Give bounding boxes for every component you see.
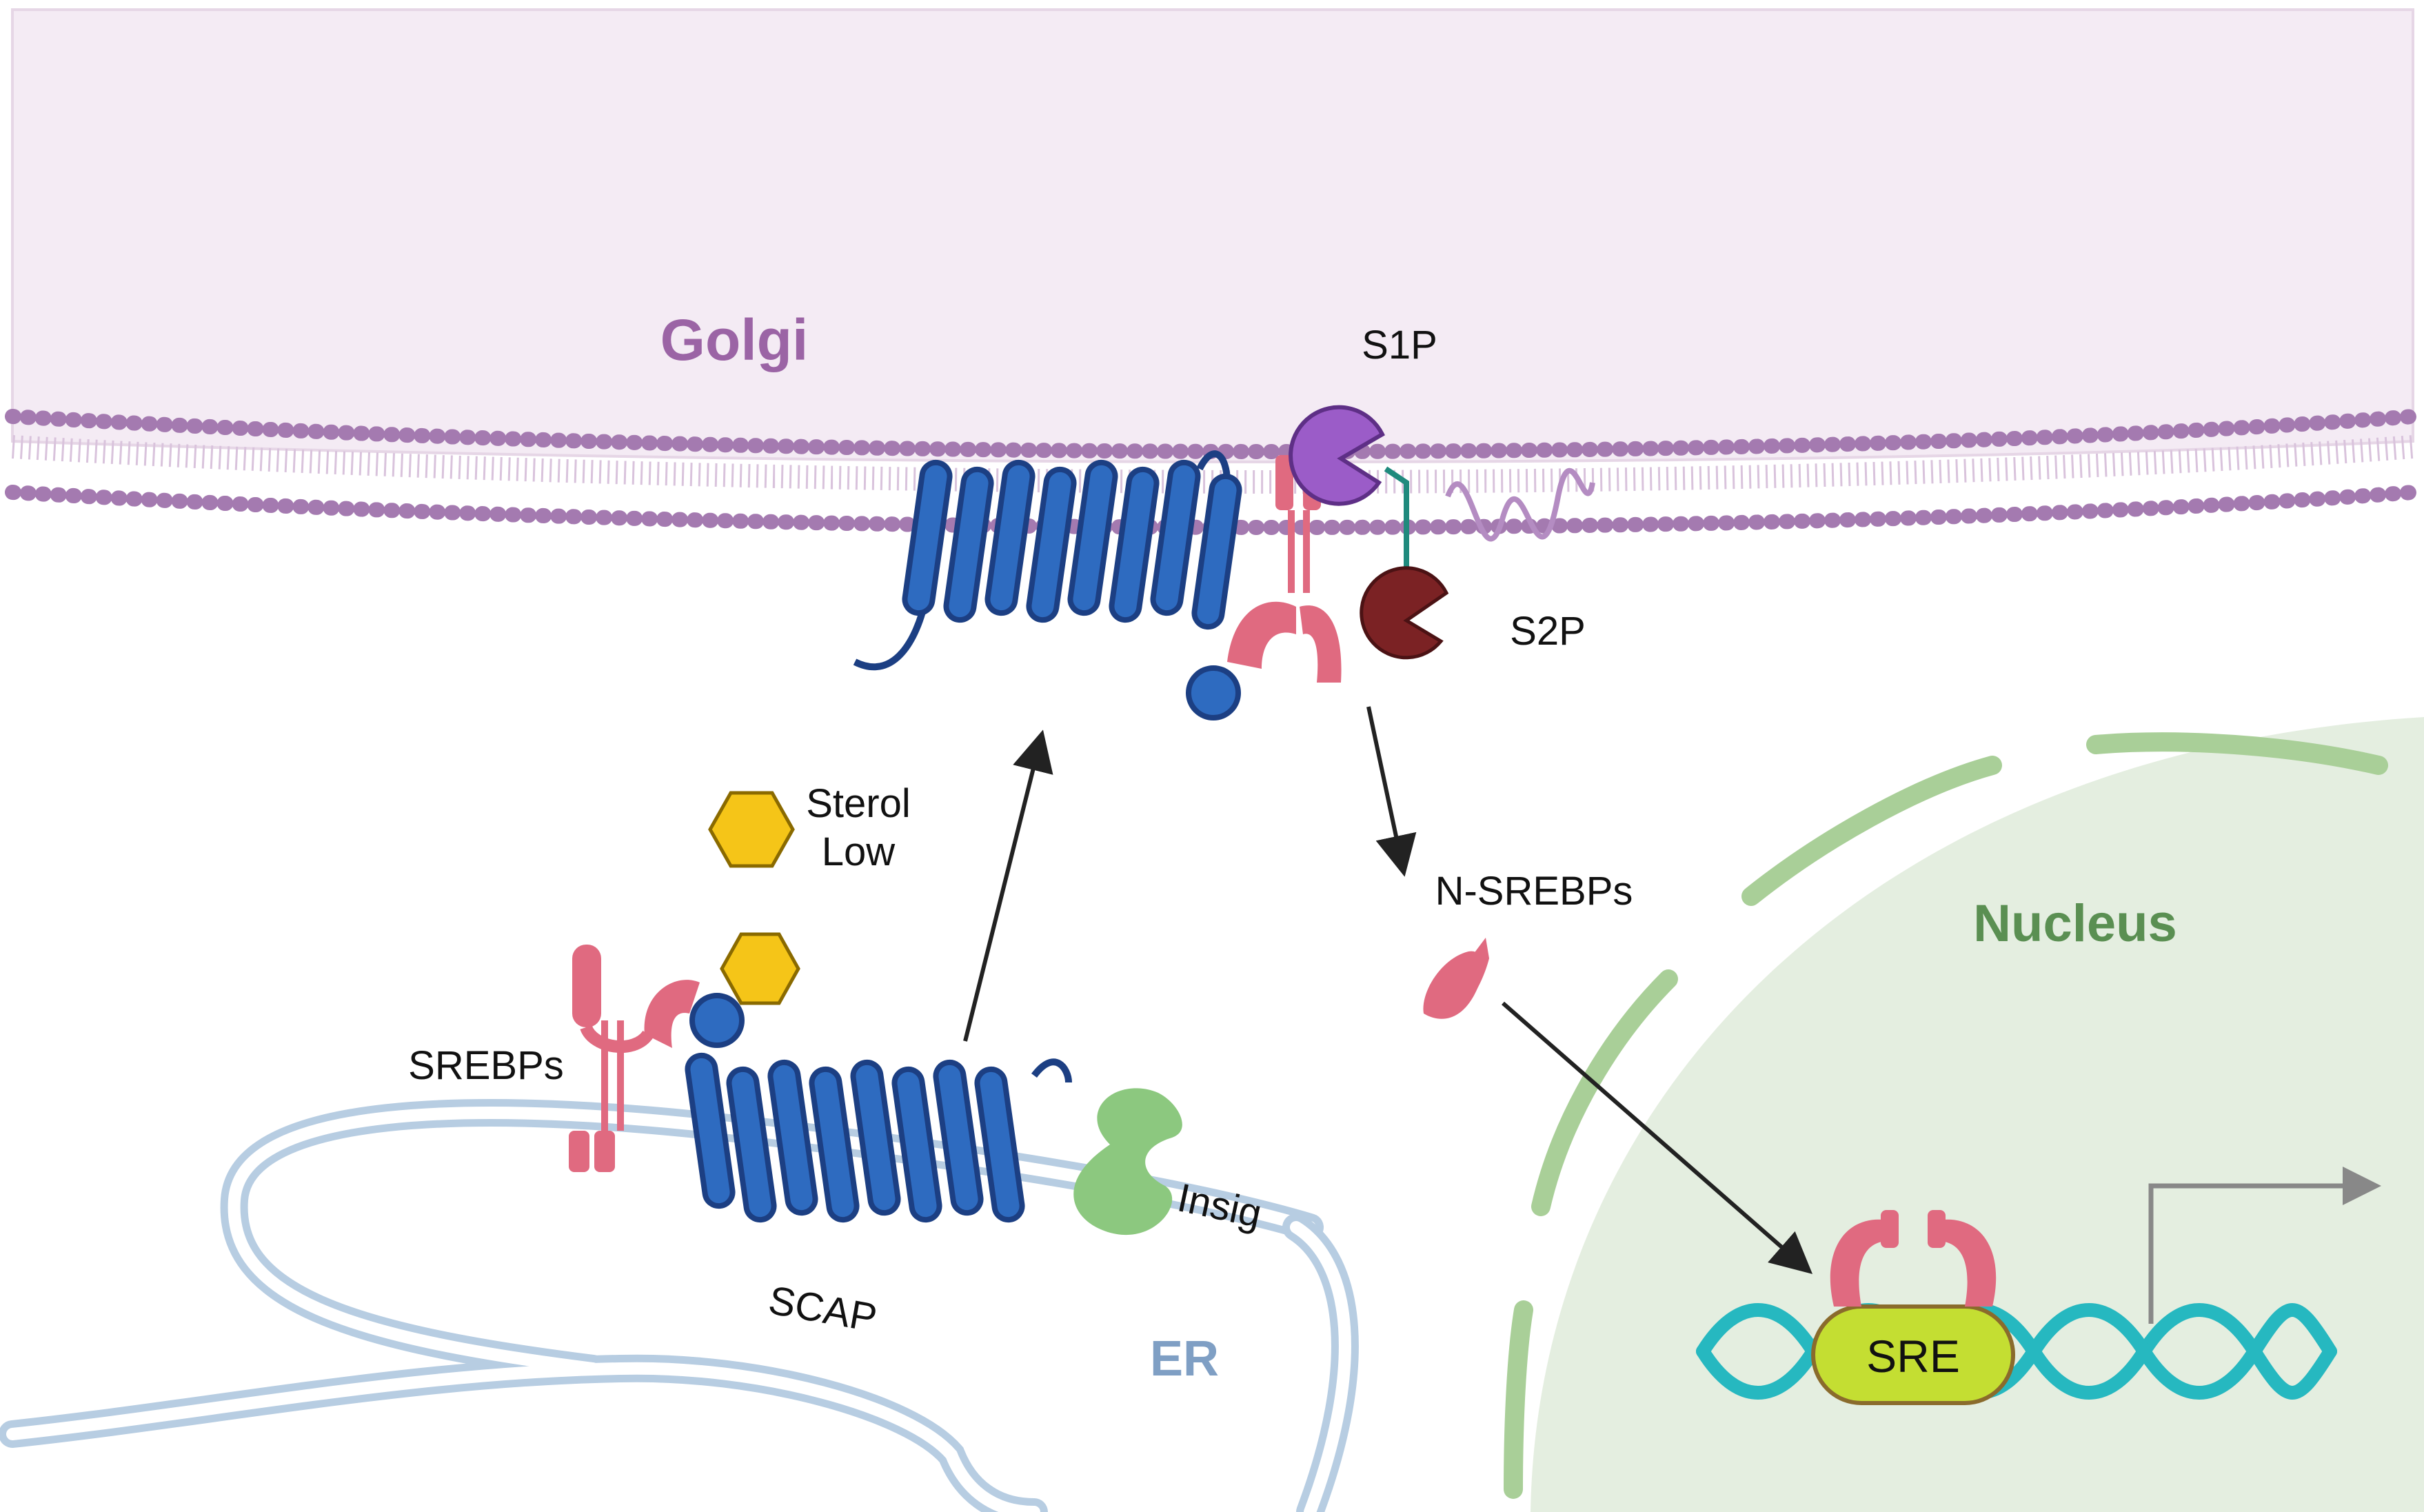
nucleus-label: Nucleus	[1973, 894, 2177, 953]
er-membrane	[0, 1099, 1359, 1512]
arrow-cytosol-to-nucleus	[1502, 1001, 1813, 1274]
golgi-membrane	[5, 409, 2421, 535]
s2p-protease	[1360, 566, 1449, 660]
scap-label: SCAP	[765, 1278, 880, 1340]
sterol-label-line1: Sterol	[806, 781, 911, 826]
srebp-er	[569, 945, 700, 1172]
golgi-lumen	[11, 8, 2414, 463]
n-srebps-label: N-SREBPs	[1435, 869, 1633, 914]
s1p-protease	[1289, 405, 1409, 579]
sterol-hexagon-legend	[708, 791, 795, 868]
s1p-label: S1P	[1362, 323, 1437, 367]
arrow-golgi-to-cytosol	[1366, 706, 1417, 877]
sterol-label-line2: Low	[822, 829, 896, 874]
scap-golgi	[853, 450, 1241, 720]
er-label: ER	[1150, 1331, 1219, 1387]
insig-label: Insig	[1173, 1175, 1265, 1236]
arrow-er-to-golgi	[963, 729, 1053, 1042]
golgi-wavy-protein	[1445, 467, 1595, 542]
srebps-label: SREBPs	[408, 1043, 564, 1088]
sre-element: SRE	[1811, 1304, 2015, 1405]
s2p-label: S2P	[1510, 609, 1586, 654]
n-srebp-bound	[1830, 1210, 1997, 1307]
golgi-label: Golgi	[660, 308, 809, 372]
transcription-start-arrow	[2148, 1167, 2381, 1324]
scap-er	[686, 993, 1072, 1222]
insig-protein	[1073, 1088, 1182, 1236]
sre-label: SRE	[1866, 1331, 1960, 1382]
sterol-hexagon-bound	[720, 932, 800, 1005]
